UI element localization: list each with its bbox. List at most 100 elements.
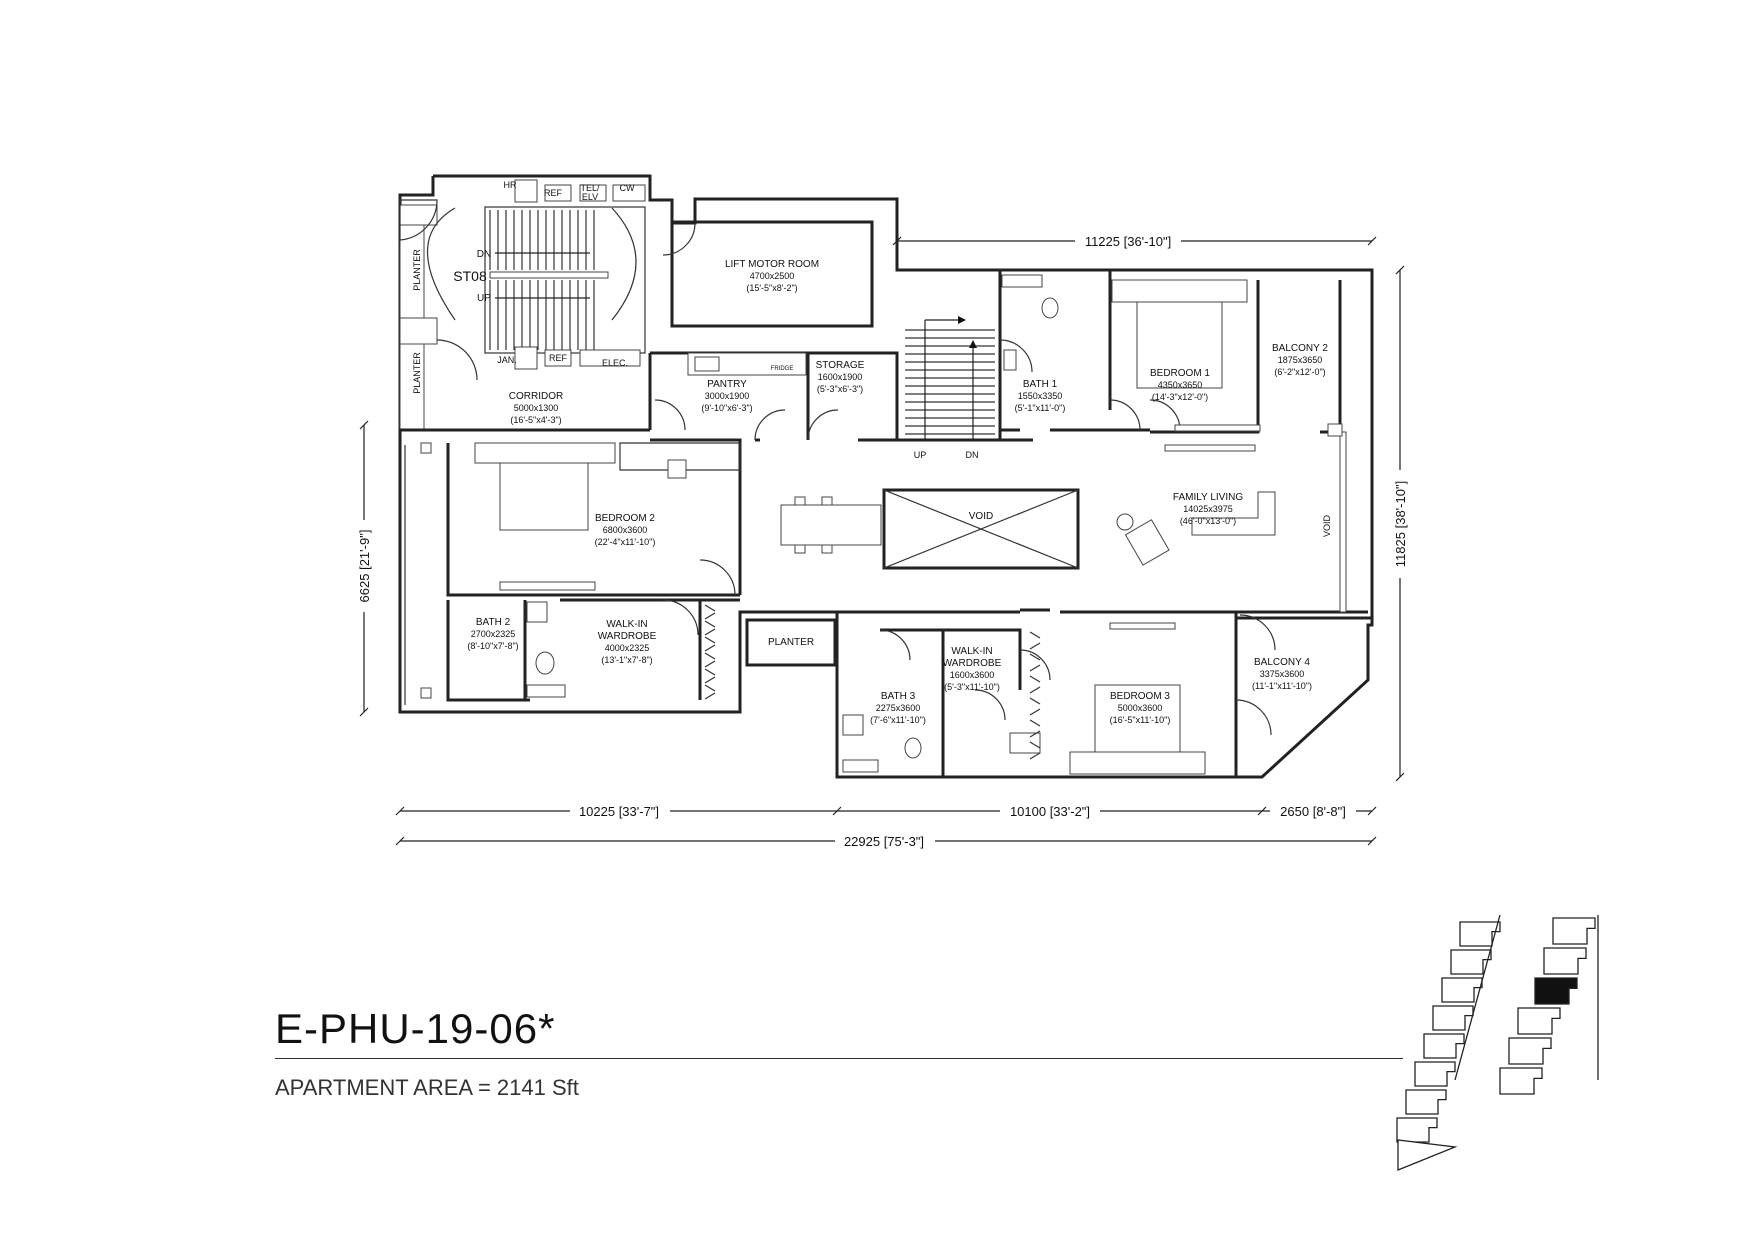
room-name: BALCONY 2 [1272, 343, 1328, 354]
cabinet-label: ELV [582, 192, 598, 202]
planter-box [745, 618, 837, 667]
unit-title: E-PHU-19-06* [275, 1005, 556, 1052]
room-size: 6800x3600 [603, 525, 648, 535]
key-plan-unit [1517, 1007, 1561, 1035]
room-name: BEDROOM 2 [595, 513, 655, 524]
void-side-label: VOID [1322, 515, 1332, 538]
room-size: 5000x3600 [1118, 703, 1163, 713]
key-plan-unit [1396, 1117, 1438, 1143]
stair-up-label: UP [914, 450, 927, 460]
wardrobe-rail [1029, 741, 1041, 749]
room-size: 3375x3600 [1260, 669, 1305, 679]
wardrobe-rail [704, 684, 716, 692]
wardrobe-rail [704, 636, 716, 644]
room-imperial: (6'-2"x12'-0") [1274, 367, 1325, 377]
room-imperial: (9'-10"x6'-3") [701, 403, 752, 413]
planter-box-lower [399, 329, 425, 431]
room-name: WARDROBE [943, 658, 1002, 669]
wardrobe-rail [704, 692, 716, 700]
room-size: 4000x2325 [605, 643, 650, 653]
room-labels: LIFT MOTOR ROOM 4700x2500 (15'-5"x8'-2")… [412, 180, 1332, 725]
dimension-total: 22925 [75'-3"] [844, 834, 924, 849]
title-rule [275, 1058, 1403, 1059]
room-imperial: (8'-10"x7'-8") [467, 641, 518, 651]
wardrobe-rail [704, 612, 716, 620]
wardrobe-rail [704, 668, 716, 676]
apartment-area: APARTMENT AREA = 2141 Sft [275, 1075, 579, 1100]
wardrobe-rail [1029, 653, 1041, 661]
cabinet-label: REF [544, 188, 563, 198]
room-size: 14025x3975 [1183, 504, 1233, 514]
cabinet-label: CW [620, 183, 635, 193]
cabinet-label: JAN. [497, 355, 517, 365]
room-imperial: (13'-1"x7'-8") [601, 655, 652, 665]
key-plan-unit [1405, 1089, 1447, 1115]
wardrobe-rail [704, 620, 716, 628]
room-name: BATH 3 [881, 691, 916, 702]
room-size: 1600x3600 [950, 670, 995, 680]
dimension-bottom-2: 10100 [33'-2"] [1010, 804, 1090, 819]
wardrobe-rail [1029, 642, 1041, 650]
room-size: 2700x2325 [471, 629, 516, 639]
stair-dn-label: DN [477, 249, 491, 260]
key-plan-unit [1459, 921, 1501, 947]
sofa [1191, 491, 1276, 536]
dimension-right: 11825 [38'-10"] [1393, 481, 1408, 567]
key-plan-unit [1414, 1061, 1456, 1087]
dining-table [780, 504, 882, 546]
key-plan [1396, 914, 1599, 1171]
room-name: LIFT MOTOR ROOM [725, 259, 819, 270]
wardrobe-rail [704, 660, 716, 668]
room-name: BEDROOM 3 [1110, 691, 1170, 702]
key-plan-unit [1432, 1005, 1474, 1031]
lift-motor-room [670, 220, 874, 328]
room-imperial: (11'-1"x11'-10") [1252, 681, 1312, 691]
room-imperial: (5'-1"x11'-0") [1015, 403, 1066, 413]
walls [398, 174, 1374, 779]
key-plan-unit [1508, 1037, 1552, 1065]
dimension-bottom-1: 10225 [33'-7"] [579, 804, 659, 819]
stair-code: ST08 [453, 268, 487, 284]
key-plan-unit [1441, 977, 1483, 1003]
room-size: 1550x3350 [1018, 391, 1063, 401]
wardrobe-rail [1029, 675, 1041, 683]
cabinet-label: HR [504, 180, 517, 190]
room-name: BALCONY 4 [1254, 657, 1310, 668]
wardrobe-rail [1029, 708, 1041, 716]
wardrobe-rail [1029, 631, 1041, 639]
stair-up-label: UP [477, 293, 491, 304]
room-name: WALK-IN [606, 619, 647, 630]
room-imperial: (16'-5"x4'-3") [510, 415, 561, 425]
wardrobe-rail [704, 604, 716, 612]
wardrobe-rail [1029, 664, 1041, 672]
dimension-top: 11225 [36'-10"] [1085, 234, 1171, 249]
room-name: BATH 2 [476, 617, 511, 628]
wardrobe-rail [1029, 686, 1041, 694]
room-size: 2275x3600 [876, 703, 921, 713]
room-imperial: (22'-4"x11'-10") [595, 537, 656, 547]
wardrobe-rail [1029, 719, 1041, 727]
room-name: PANTRY [707, 379, 747, 390]
room-imperial: (46'-0"x13'-0") [1180, 516, 1236, 526]
cabinet-label: TEL/ [580, 183, 600, 193]
key-plan-unit [1423, 1033, 1465, 1059]
room-imperial: (15'-5"x8'-2") [746, 283, 797, 293]
key-plan-unit [1543, 947, 1587, 975]
room-imperial: (5'-3"x6'-3") [817, 384, 863, 394]
room-size: 4350x3650 [1158, 380, 1203, 390]
wardrobe-rail [704, 644, 716, 652]
wardrobe-rail [704, 676, 716, 684]
cabinet-label: ELEC. [602, 358, 628, 368]
key-plan-unit [1397, 1139, 1458, 1171]
room-name: FAMILY LIVING [1173, 492, 1243, 503]
room-imperial: (5'-3"x11'-10") [944, 682, 1000, 692]
key-plan-unit [1552, 917, 1596, 945]
furniture [474, 179, 1276, 775]
room-name: CORRIDOR [509, 391, 563, 402]
wardrobe-rail [1029, 752, 1041, 760]
bed [1094, 684, 1181, 754]
column [399, 204, 438, 226]
stair-dn-label: DN [966, 450, 979, 460]
room-imperial: (7'-6"x11'-10") [870, 715, 926, 725]
